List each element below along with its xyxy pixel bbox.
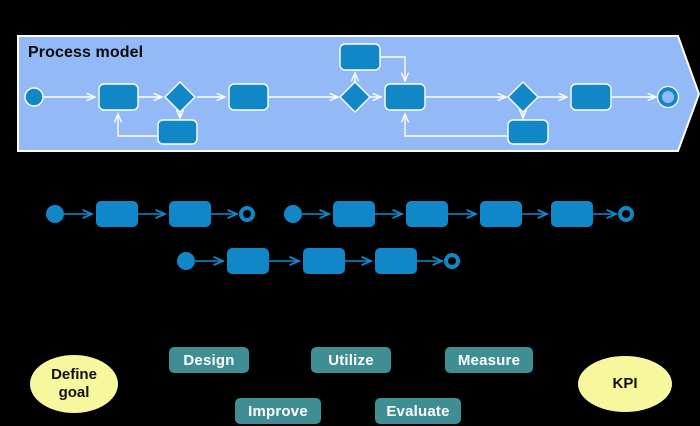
- end-event-ring-outline: [656, 85, 680, 109]
- ellipse-define-goal[interactable]: Define goal: [30, 355, 118, 413]
- start-event-icon: [24, 87, 44, 107]
- mini-flow-row-1: [46, 201, 255, 227]
- gateway-1-icon: [164, 81, 196, 113]
- task-loop-1: [157, 119, 198, 145]
- row3-task-2: [303, 248, 345, 274]
- task-loop-2: [507, 119, 549, 145]
- gateway-2-icon: [339, 81, 371, 113]
- page-title: Process model: [28, 44, 144, 61]
- ellipse-define-goal-text: Define goal: [51, 366, 97, 401]
- ellipse-kpi-text: KPI: [612, 375, 638, 393]
- mini-flow-row-3: [177, 248, 460, 274]
- row3-end-icon: [444, 253, 460, 269]
- row2-task-1: [333, 201, 375, 227]
- task-1: [98, 83, 139, 111]
- task-top: [339, 43, 381, 71]
- top-flow-nodes: [24, 43, 680, 145]
- row1-start-icon: [46, 205, 64, 223]
- define-goal-line2: goal: [58, 384, 90, 401]
- row3-task-3: [375, 248, 417, 274]
- end-event-icon: [658, 87, 678, 107]
- row2-task-4: [551, 201, 593, 227]
- task-2: [228, 83, 269, 111]
- task-4: [570, 83, 612, 111]
- define-goal-line1: Define: [51, 366, 97, 384]
- row1-task-1: [96, 201, 138, 227]
- row2-start-icon: [284, 205, 302, 223]
- gateway-3-icon: [507, 81, 539, 113]
- row3-task-1: [227, 248, 269, 274]
- row1-task-2: [169, 201, 211, 227]
- row2-task-2: [406, 201, 448, 227]
- label-utilize[interactable]: Utilize: [311, 347, 391, 373]
- row3-start-icon: [177, 252, 195, 270]
- top-flow-connectors: [44, 56, 656, 137]
- label-measure[interactable]: Measure: [445, 347, 533, 373]
- label-improve[interactable]: Improve: [235, 398, 321, 424]
- mini-flow-row-2: [284, 201, 634, 227]
- row2-task-3: [480, 201, 522, 227]
- row1-end-icon: [239, 206, 255, 222]
- ellipse-kpi[interactable]: KPI: [578, 356, 672, 412]
- label-evaluate[interactable]: Evaluate: [375, 398, 461, 424]
- task-3: [384, 83, 426, 111]
- row2-end-icon: [618, 206, 634, 222]
- label-design[interactable]: Design: [169, 347, 249, 373]
